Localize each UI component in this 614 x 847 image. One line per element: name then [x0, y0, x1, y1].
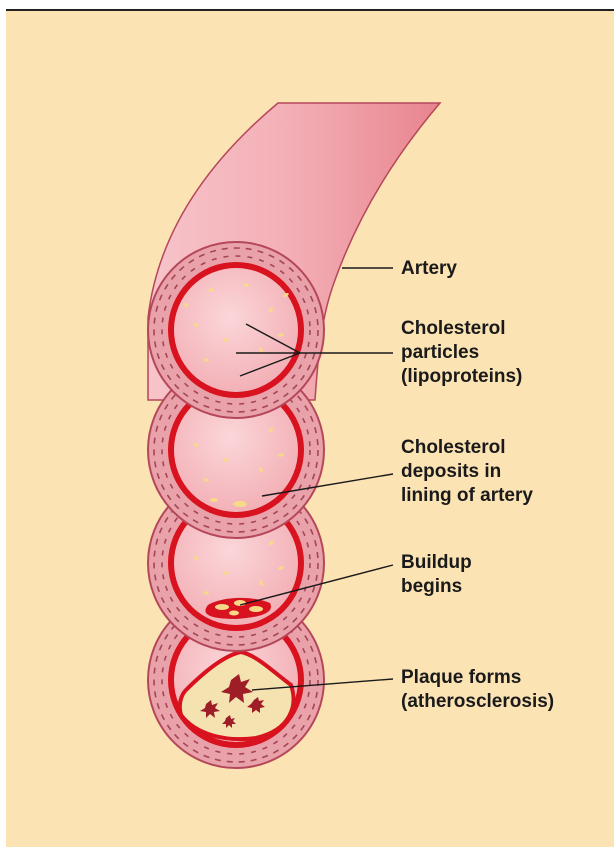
- label-buildup-begins: Buildup begins: [401, 551, 472, 599]
- label-cholesterol-deposits: Cholesterol deposits in lining of artery: [401, 436, 533, 508]
- label-cholesterol-particles: Cholesterol particles (lipoproteins): [401, 317, 522, 389]
- label-artery: Artery: [401, 257, 457, 281]
- label-plaque-forms: Plaque forms (atherosclerosis): [401, 666, 554, 714]
- cross-section-particles: [148, 242, 324, 418]
